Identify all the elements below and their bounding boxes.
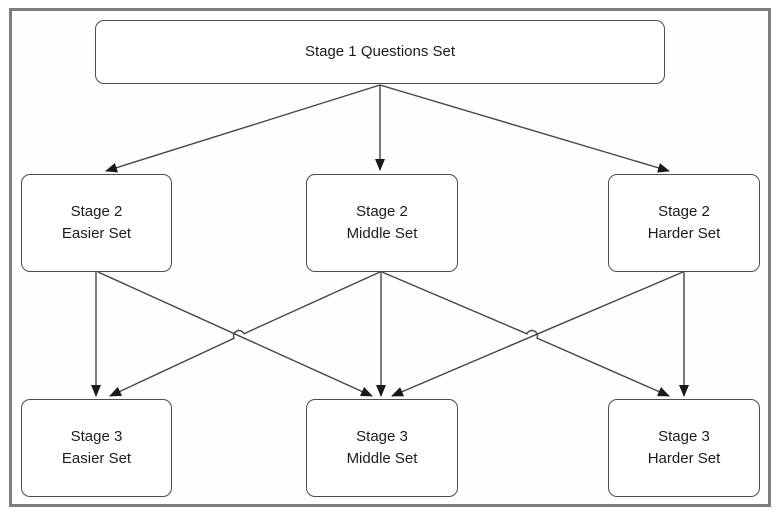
node-stage2-harder-set: Stage 2 Harder Set xyxy=(608,174,760,272)
node-stage3-easier-set: Stage 3 Easier Set xyxy=(21,399,172,497)
node-stage3-harder-set: Stage 3 Harder Set xyxy=(608,399,760,497)
node-stage2-middle-set: Stage 2 Middle Set xyxy=(306,174,458,272)
node-stage2-easier-set: Stage 2 Easier Set xyxy=(21,174,172,272)
node-stage3-middle-set: Stage 3 Middle Set xyxy=(306,399,458,497)
node-stage1-questions-set: Stage 1 Questions Set xyxy=(95,20,665,84)
